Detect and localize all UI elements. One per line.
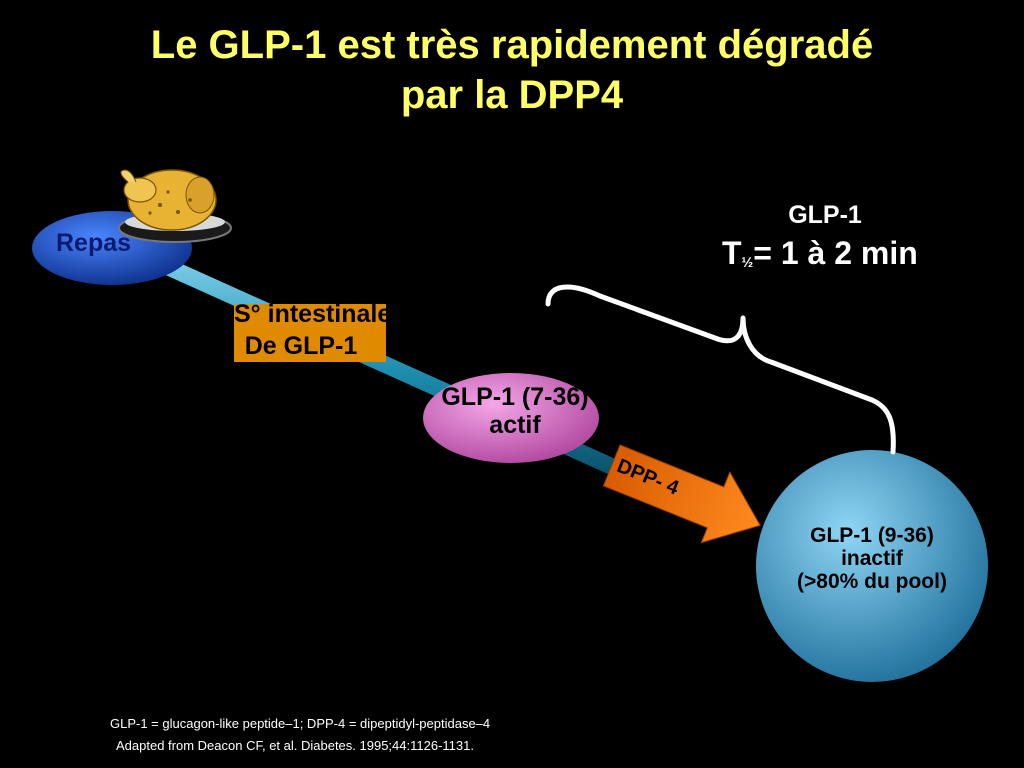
halflife-duration: = 1 à 2 min <box>753 235 918 271</box>
inactive-glp1-circle <box>756 450 988 682</box>
meal-label: Repas <box>56 229 132 257</box>
halflife-t: T <box>722 235 742 271</box>
active-glp1-line-1: GLP-1 (7-36) <box>441 383 589 411</box>
secretion-label-line-2: De GLP-1 <box>244 332 358 360</box>
active-glp1-ellipse <box>423 373 599 463</box>
title-line-2: par la DPP4 <box>400 73 624 117</box>
inactive-glp1-line-3: (>80% du pool) <box>797 570 947 594</box>
active-glp1-line-2: actif <box>489 410 541 439</box>
secretion-label-line-1: S° intestinale <box>234 304 386 328</box>
footnote-reference: Adapted from Deacon CF, et al. Diabetes.… <box>116 738 474 753</box>
curly-brace <box>545 284 896 455</box>
roast-chicken-icon <box>118 169 232 243</box>
inactive-glp1-line-1: GLP-1 (9-36) <box>810 524 934 547</box>
intestinal-secretion-box: S° intestinale De GLP-1 <box>234 304 386 362</box>
halflife-subscript: ½ <box>741 254 754 270</box>
halflife-title: GLP-1 <box>788 201 862 229</box>
inactive-glp1-label: GLP-1 (9-36) inactif (>80% du pool) <box>772 524 972 593</box>
dpp4-arrow <box>602 444 761 544</box>
title-line-1: Le GLP-1 est très rapidement dégradé <box>150 23 874 67</box>
active-glp1-label: GLP-1 (7-36) actif <box>420 383 610 439</box>
halflife-value: T½= 1 à 2 min <box>722 235 918 271</box>
inactive-glp1-line-2: inactif <box>841 547 903 571</box>
footnote-abbreviations: GLP-1 = glucagon-like peptide–1; DPP-4 =… <box>110 716 491 731</box>
slide-title: Le GLP-1 est très rapidement dégradé par… <box>0 20 1024 120</box>
